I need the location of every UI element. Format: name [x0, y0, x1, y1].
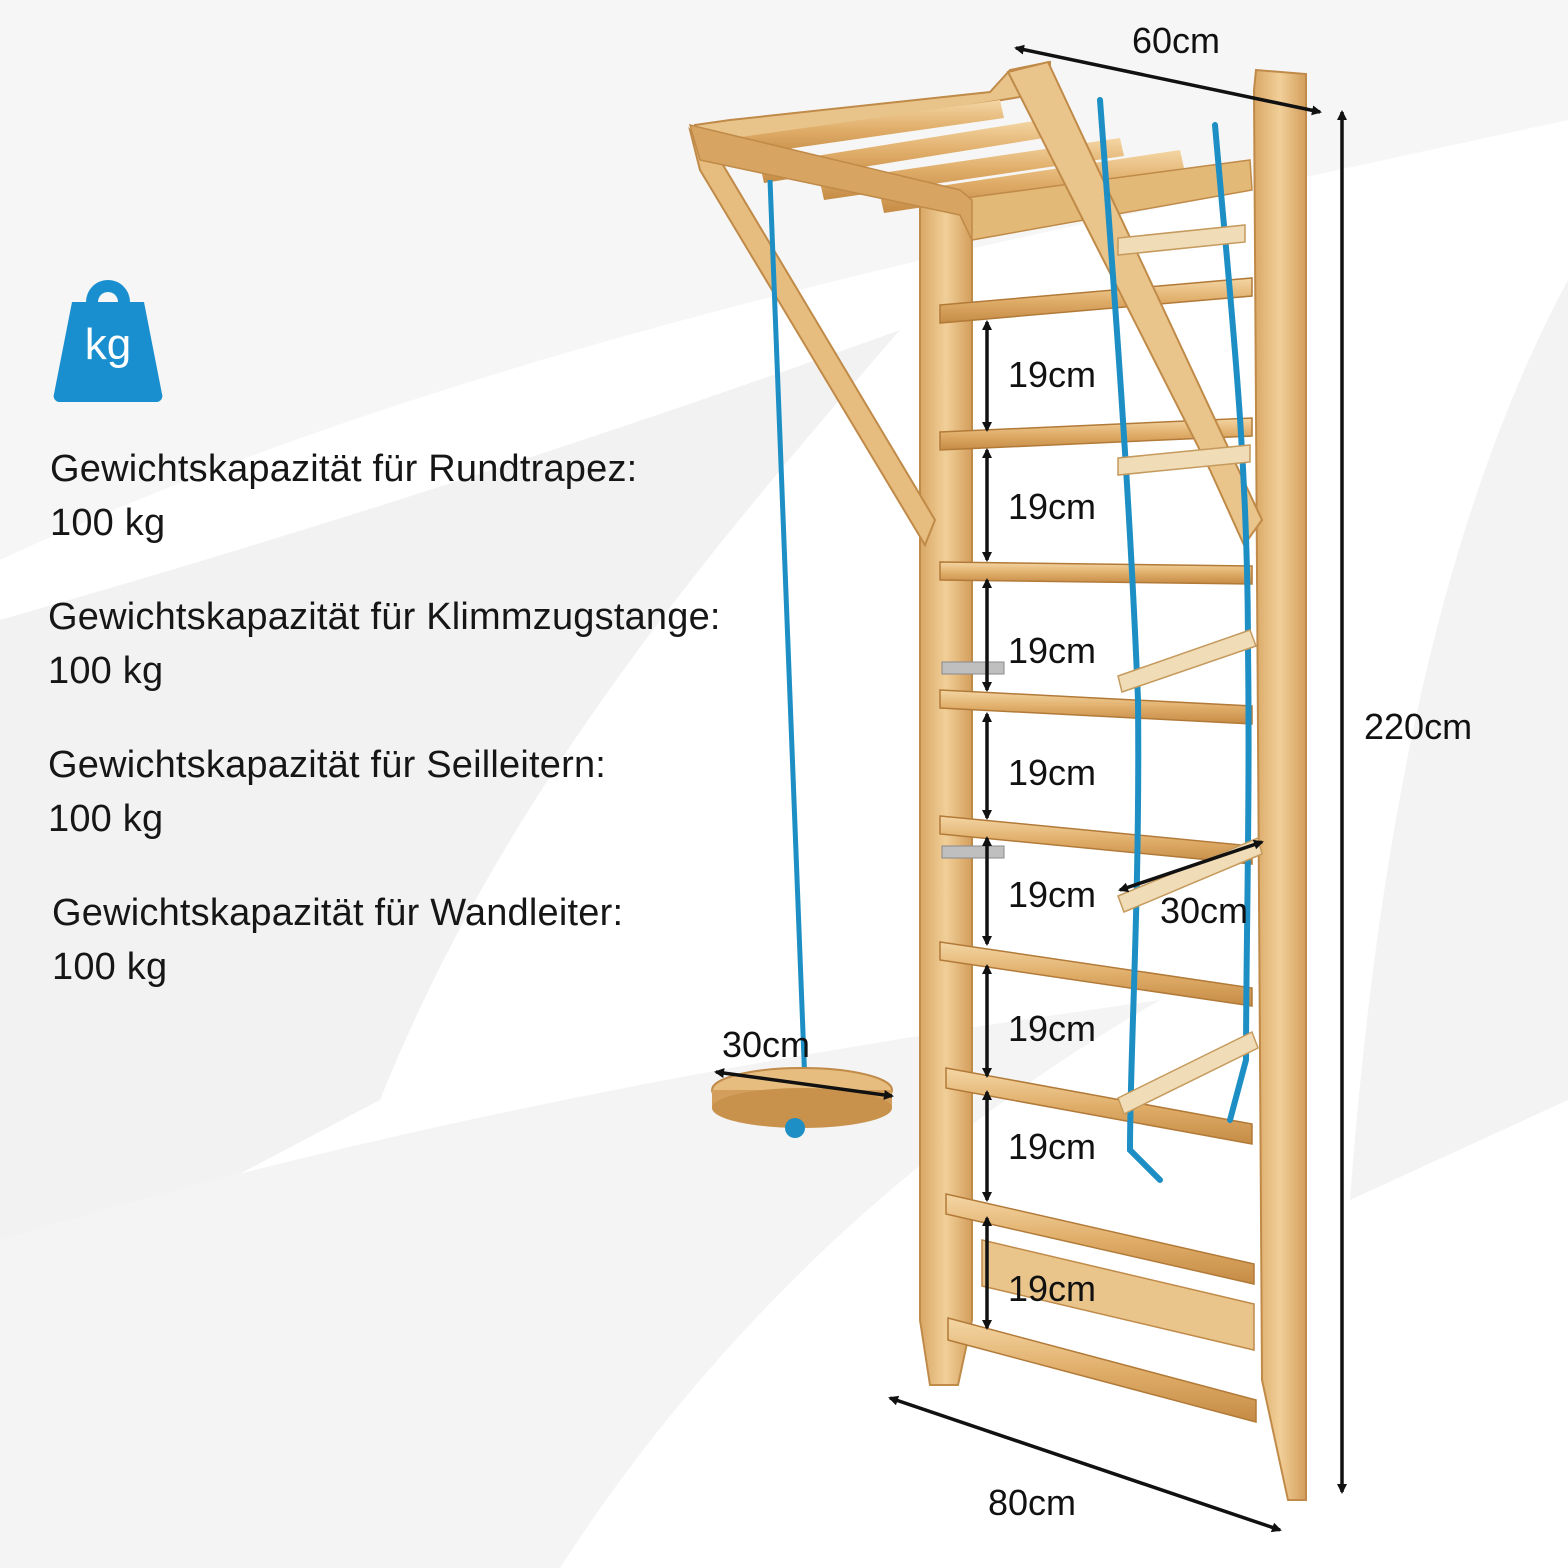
spec-rundtrapez: Gewichtskapazität für Rundtrapez: 100 kg: [50, 442, 637, 550]
dim-height: 220cm: [1364, 706, 1473, 747]
weight-kg-icon: kg: [52, 272, 164, 403]
spec-label: Gewichtskapazität für Seilleitern:: [48, 744, 607, 786]
right-rail: [1252, 68, 1307, 1501]
spec-value: 100 kg: [48, 650, 164, 692]
dim-rung-spacing: 19cm: [1008, 486, 1097, 527]
spec-value: 100 kg: [52, 946, 168, 988]
badge-text: kg: [84, 320, 132, 369]
dim-rung-spacing: 19cm: [1008, 1008, 1097, 1049]
dim-rung-spacing: 19cm: [1008, 752, 1097, 793]
dim-rung-spacing: 19cm: [1008, 354, 1097, 395]
spec-label: Gewichtskapazität für Wandleiter:: [52, 892, 624, 934]
spec-value: 100 kg: [50, 502, 166, 544]
rope-ladder: [1097, 97, 1252, 1183]
dim-rung-spacing: 19cm: [1008, 1268, 1097, 1309]
spec-value: 100 kg: [48, 798, 164, 840]
spec-wandleiter: Gewichtskapazität für Wandleiter: 100 kg: [52, 886, 623, 994]
dim-rung-spacing: 19cm: [1008, 630, 1097, 671]
dimension-arrows: [714, 44, 1347, 1533]
dim-rung-spacing: 19cm: [1008, 1126, 1097, 1167]
dim-width: 80cm: [988, 1482, 1077, 1523]
dim-rope-ladder-width: 30cm: [1160, 890, 1249, 931]
dim-rung-spacing: 19cm: [1008, 874, 1097, 915]
spec-seilleitern: Gewichtskapazität für Seilleitern: 100 k…: [48, 738, 606, 846]
spec-label: Gewichtskapazität für Rundtrapez:: [50, 448, 638, 490]
spec-label: Gewichtskapazität für Klimmzugstange:: [48, 596, 721, 638]
dim-top-depth: 60cm: [1132, 20, 1221, 61]
spec-klimmzugstange: Gewichtskapazität für Klimmzugstange: 10…: [48, 590, 721, 698]
dim-swing-diameter: 30cm: [722, 1024, 811, 1065]
